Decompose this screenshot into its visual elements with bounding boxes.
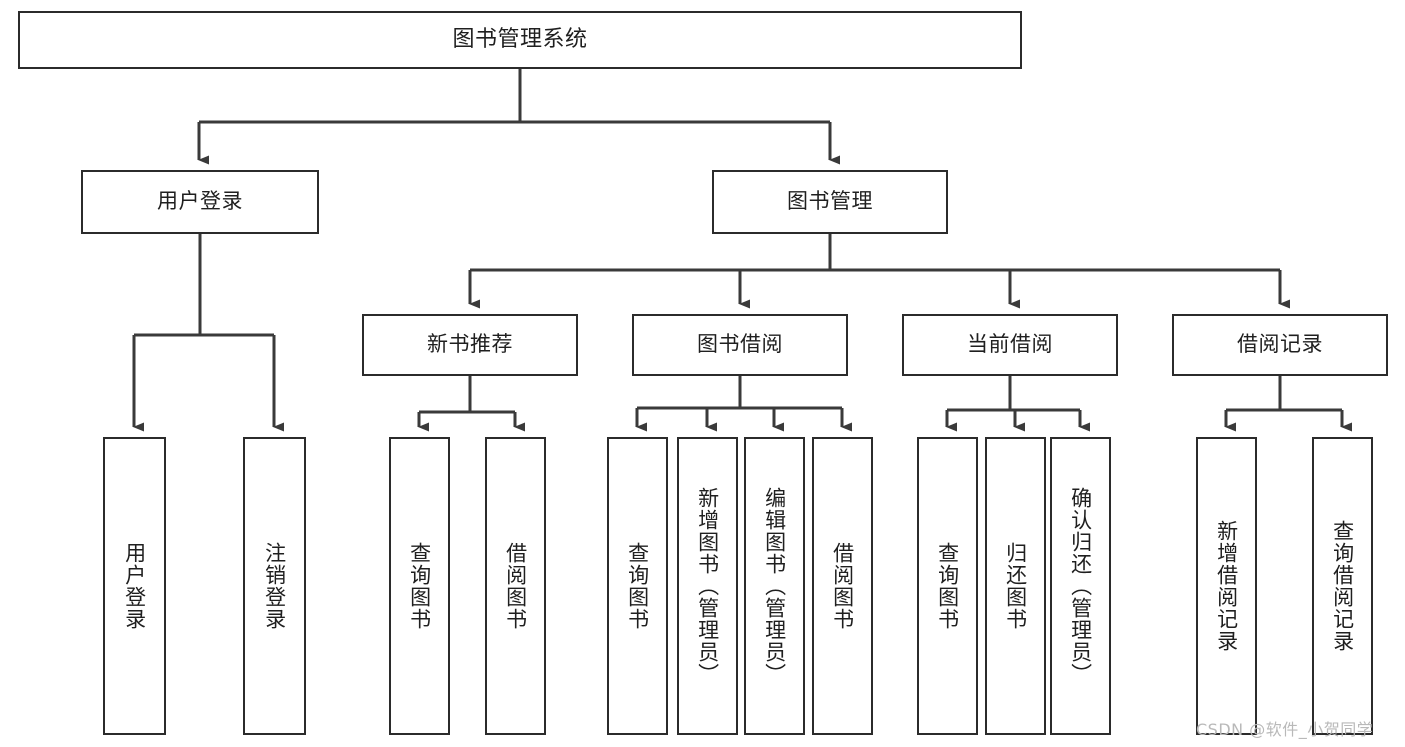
node-function-label: 归还图书 [1003,542,1028,630]
node-submodule-label: 借阅记录 [1237,332,1323,357]
node-function-leaf-rec-add[interactable]: 新增借阅记录 [1196,437,1257,735]
node-function-label: 借阅图书 [503,542,528,630]
node-function-label: 查询图书 [625,542,650,630]
csdn-watermark: CSDN @软件_小贺同学 [1196,720,1374,739]
node-function-leaf-rec-query[interactable]: 查询图书 [389,437,450,735]
node-module-book-manage[interactable]: 图书管理 [712,170,948,234]
node-function-label: 编辑图书（管理员） [762,487,787,685]
node-root-label: 图书管理系统 [452,26,588,52]
node-function-leaf-borrow-edit[interactable]: 编辑图书（管理员） [744,437,805,735]
node-function-label: 查询借阅记录 [1330,520,1355,652]
node-function-label: 新增图书（管理员） [695,487,720,685]
node-module-label: 图书管理 [787,189,873,214]
node-submodule-borrow-record[interactable]: 借阅记录 [1172,314,1388,376]
node-function-label: 借阅图书 [830,542,855,630]
node-function-leaf-cur-return[interactable]: 归还图书 [985,437,1046,735]
node-submodule-label: 新书推荐 [427,332,513,357]
node-function-leaf-user-login[interactable]: 用户登录 [103,437,166,735]
node-function-label: 新增借阅记录 [1214,520,1239,652]
node-submodule-label: 图书借阅 [697,332,783,357]
node-module-label: 用户登录 [157,189,243,214]
node-function-label: 确认归还（管理员） [1068,487,1093,685]
node-function-label: 用户登录 [122,542,147,630]
node-function-leaf-user-logout[interactable]: 注销登录 [243,437,306,735]
node-function-leaf-borrow-lend[interactable]: 借阅图书 [812,437,873,735]
node-module-user-login[interactable]: 用户登录 [81,170,319,234]
node-function-leaf-rec-borrow[interactable]: 借阅图书 [485,437,546,735]
node-function-leaf-borrow-query[interactable]: 查询图书 [607,437,668,735]
node-function-label: 注销登录 [262,542,287,630]
node-function-label: 查询图书 [407,542,432,630]
node-submodule-current-borrow[interactable]: 当前借阅 [902,314,1118,376]
node-submodule-label: 当前借阅 [967,332,1053,357]
node-submodule-book-borrow[interactable]: 图书借阅 [632,314,848,376]
node-function-leaf-cur-confirm[interactable]: 确认归还（管理员） [1050,437,1111,735]
node-function-label: 查询图书 [935,542,960,630]
node-function-leaf-borrow-add[interactable]: 新增图书（管理员） [677,437,738,735]
node-function-leaf-rec-search[interactable]: 查询借阅记录 [1312,437,1373,735]
node-root-system[interactable]: 图书管理系统 [18,11,1022,69]
node-function-leaf-cur-query[interactable]: 查询图书 [917,437,978,735]
node-submodule-new-book-rec[interactable]: 新书推荐 [362,314,578,376]
